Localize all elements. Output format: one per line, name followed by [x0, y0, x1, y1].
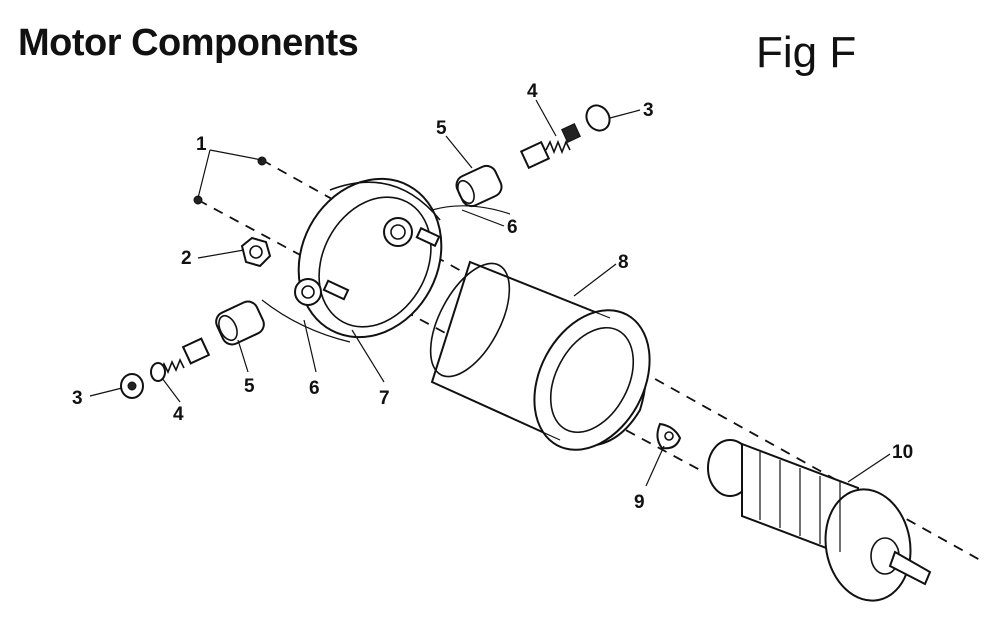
part-armature	[707, 439, 932, 602]
part-brush-spring-lower	[150, 337, 211, 382]
part-stator	[429, 260, 651, 451]
callout-8: 8	[618, 252, 629, 273]
callout-3-upper: 3	[643, 100, 654, 121]
part-wire-lower	[261, 299, 351, 343]
callout-9: 9	[634, 492, 645, 513]
callout-4-upper: 4	[527, 81, 538, 102]
part-cap-upper	[585, 104, 611, 132]
callout-5-upper: 5	[436, 118, 447, 139]
callout-2: 2	[181, 248, 192, 269]
part-brush-spring-upper	[519, 123, 581, 170]
callout-4-lower: 4	[173, 404, 184, 425]
part-cap-lower	[120, 373, 144, 399]
part-end-bell	[294, 177, 443, 339]
figure-label: Fig F	[756, 28, 857, 77]
callout-1: 1	[196, 134, 207, 155]
part-brush-holder-lower	[215, 300, 265, 346]
callout-3-lower: 3	[72, 388, 83, 409]
page-title: Motor Components	[18, 22, 359, 64]
part-wire-upper	[431, 205, 511, 215]
callout-5-lower: 5	[244, 376, 255, 397]
callout-6-lower: 6	[309, 378, 320, 399]
callout-7: 7	[379, 388, 390, 409]
callout-6-upper: 6	[507, 217, 518, 238]
part-nut	[240, 236, 272, 268]
part-clip	[656, 422, 682, 450]
leader-lines	[89, 99, 891, 487]
part-brush-holder-upper	[455, 164, 503, 208]
part-screws	[193, 156, 267, 205]
callout-10: 10	[892, 442, 913, 463]
